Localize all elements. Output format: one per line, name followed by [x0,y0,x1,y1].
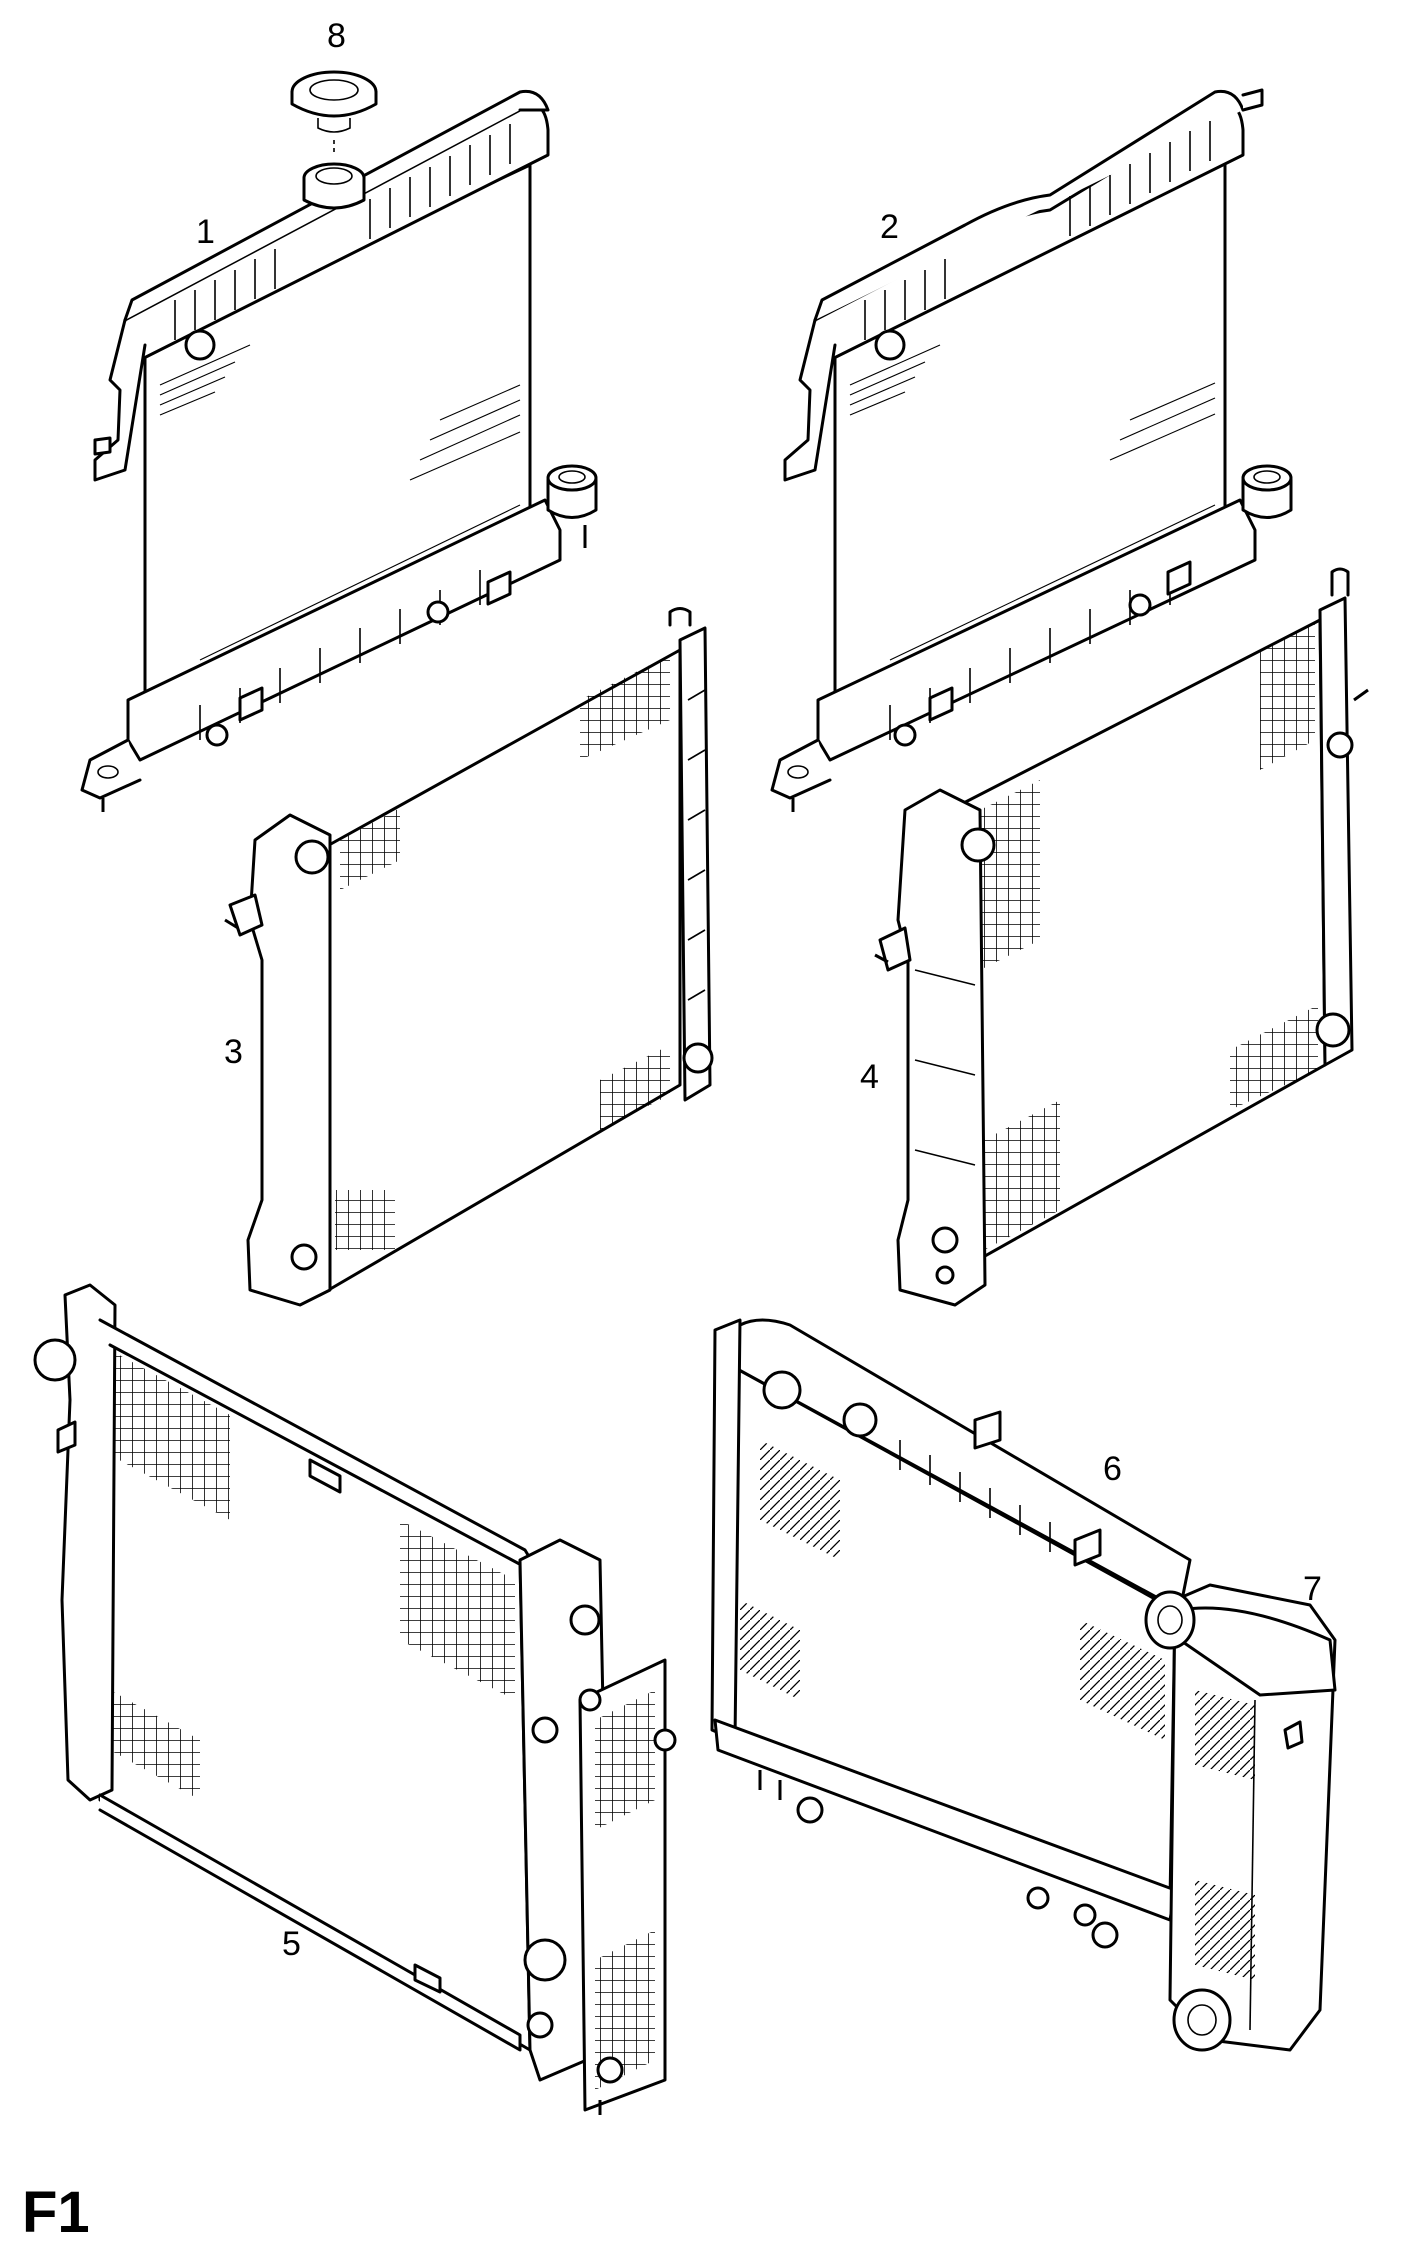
radiator-5 [33,1283,677,2115]
callout-5: 5 [282,1925,301,1963]
radiator-1 [80,89,598,812]
radiator-6 [710,1318,1192,1949]
callout-1: 1 [196,213,215,251]
callout-2: 2 [880,208,899,246]
radiator-3 [224,607,714,1307]
callout-6: 6 [1103,1450,1122,1488]
side-tank-7 [1144,1583,1337,2052]
plate-label: F1 [22,2180,90,2245]
radiator-2 [770,88,1293,812]
radiator-4 [874,567,1369,1307]
callout-4: 4 [860,1058,879,1096]
callout-8: 8 [327,17,346,55]
callout-7: 7 [1303,1570,1322,1608]
callout-3: 3 [224,1033,243,1071]
radiator-cap-8 [290,70,378,156]
